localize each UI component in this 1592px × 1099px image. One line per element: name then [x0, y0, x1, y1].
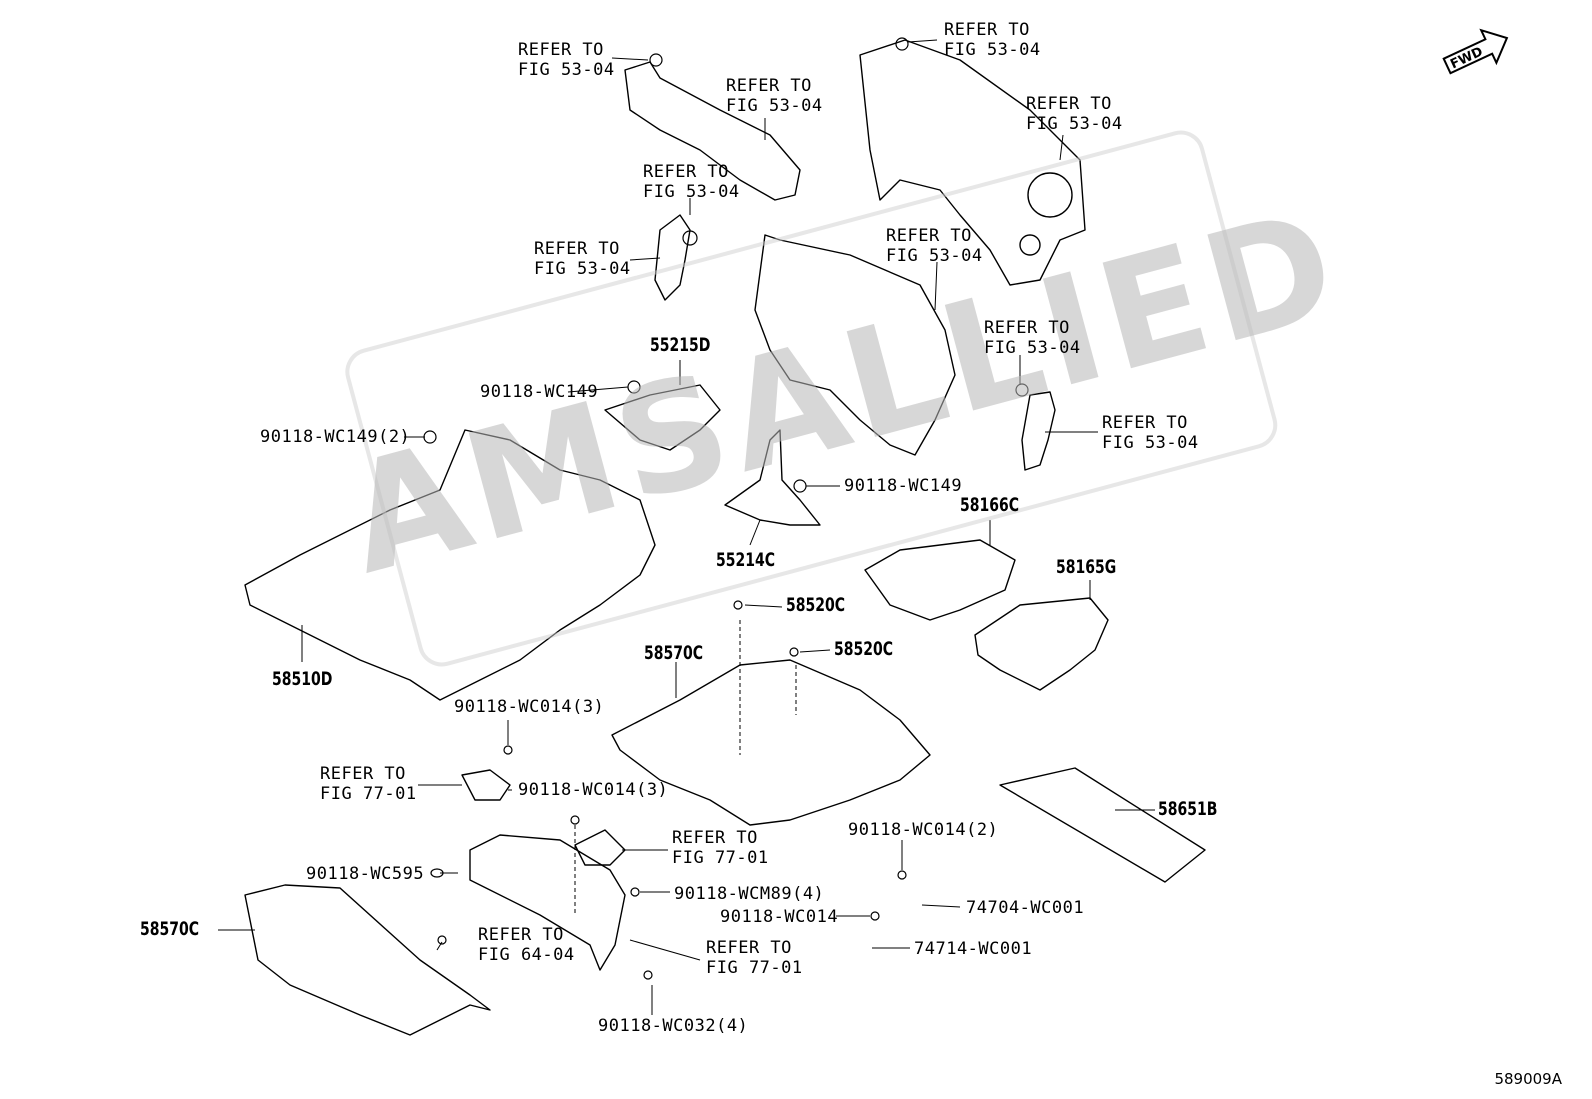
box-58166C	[864, 539, 1016, 621]
refer-label: REFER TO FIG 53-04	[726, 76, 823, 116]
refer-label: REFER TO FIG 53-04	[1102, 413, 1199, 453]
refer-label: REFER TO FIG 53-04	[944, 20, 1041, 60]
fwd-arrow-icon: FWD	[1442, 28, 1509, 75]
refer-label: REFER TO FIG 53-04	[643, 162, 740, 202]
pad-55214C	[724, 429, 821, 526]
refer-label: REFER TO FIG 53-04	[984, 318, 1081, 358]
part-number: 58165G	[1056, 556, 1117, 578]
box-58165G	[974, 597, 1109, 691]
refer-label: REFER TO FIG 53-04	[1026, 94, 1123, 134]
part-number: 58651B	[1158, 798, 1218, 820]
fastener-label: 90118-WC014(3)	[454, 697, 605, 717]
dash-panel-strip	[624, 61, 801, 201]
part-number: 58570C	[140, 918, 200, 940]
bracket-left	[654, 214, 691, 301]
mat-58651B	[999, 767, 1206, 883]
dash-insulator-upper	[859, 39, 1086, 286]
fastener-label: 90118-WC149(2)	[260, 427, 411, 447]
fastener-label: 90118-WC149	[480, 382, 599, 402]
figure-id: 589009A	[1494, 1070, 1562, 1088]
fastener-label: 74714-WC001	[914, 939, 1033, 959]
carpet-58570C-center	[611, 659, 931, 826]
fastener-label: 90118-WC595	[306, 864, 425, 884]
part-number: 58570C	[644, 642, 704, 664]
refer-label: REFER TO FIG 64-04	[478, 925, 575, 965]
part-number: 58166C	[960, 494, 1020, 516]
fastener-label: 90118-WC014(3)	[518, 780, 669, 800]
part-number: 55215D	[650, 334, 711, 356]
part-number: 58510D	[272, 668, 333, 690]
dash-silencer-center	[754, 234, 956, 456]
refer-label: REFER TO FIG 53-04	[518, 40, 615, 80]
floor-box-frame	[469, 834, 626, 971]
refer-label: REFER TO FIG 53-04	[886, 226, 983, 266]
fastener-label: 90118-WC032(4)	[598, 1016, 749, 1036]
fastener-label: 90118-WCM89(4)	[674, 884, 825, 904]
fastener-label: 74704-WC001	[966, 898, 1085, 918]
refer-label: REFER TO FIG 77-01	[672, 828, 769, 868]
cover-lower	[574, 829, 626, 866]
carpet-58510D	[244, 429, 656, 701]
fastener-label: 90118-WC149	[844, 476, 963, 496]
fastener-label: 90118-WC014(2)	[848, 820, 999, 840]
refer-label: REFER TO FIG 53-04	[534, 239, 631, 279]
refer-label: REFER TO FIG 77-01	[320, 764, 417, 804]
part-number: 58520C	[786, 594, 846, 616]
bracket-right	[1021, 391, 1056, 471]
refer-label: REFER TO FIG 77-01	[706, 938, 803, 978]
part-number: 55214C	[716, 549, 776, 571]
part-number: 58520C	[834, 638, 894, 660]
fastener-label: 90118-WC014	[720, 907, 839, 927]
tray-58570C-rear	[244, 884, 491, 1036]
pad-55215D	[604, 384, 721, 451]
cover-upper	[461, 769, 511, 801]
